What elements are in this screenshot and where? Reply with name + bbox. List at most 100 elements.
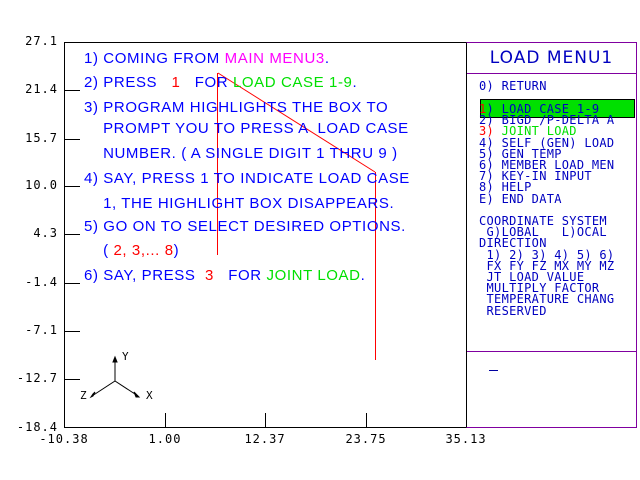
menu-item-7[interactable]: 7) KEY-IN INPUT [479, 170, 592, 182]
instruction-segment: 1 [171, 74, 181, 91]
direction-header-text: DIRECTION [479, 236, 547, 251]
menu-item-7-text: 7) KEY-IN INPUT [479, 169, 592, 184]
instruction-segment: 5) GO ON TO SELECT DESIRED OPTIONS. [84, 218, 406, 235]
instruction-line: NUMBER. ( A SINGLE DIGIT 1 THRU 9 ) [84, 146, 398, 161]
x-tick-label: 35.13 [445, 432, 487, 446]
menu-item-1-text: 1 [479, 102, 487, 116]
x-tick-mark [165, 413, 166, 428]
menu-item-8-text: 8) HELP [479, 180, 532, 195]
instruction-segment: 3 [205, 267, 214, 284]
y-tick-mark [64, 90, 80, 91]
instruction-line: PROMPT YOU TO PRESS A LOAD CASE [84, 121, 409, 136]
menu-item-1-text: ) LOAD CASE 1-9 [486, 102, 600, 116]
menu-item-6-text: 6) MEMBER LOAD MEN [479, 158, 615, 172]
menu-title: LOAD MENU1 [467, 43, 636, 74]
direction-labels-text: FX FY FZ MX MY MZ [479, 258, 615, 273]
instruction-segment: ) [173, 242, 180, 259]
instruction-segment: NUMBER. ( A SINGLE DIGIT 1 THRU 9 ) [84, 145, 398, 162]
menu-item-0[interactable]: 0) RETURN [479, 80, 547, 92]
direction-keys[interactable]: 1) 2) 3) 4) 5) 6) [479, 247, 615, 262]
instruction-line: 6) SAY, PRESS 3 FOR JOINT LOAD. [84, 268, 365, 283]
coordinate-system-header-text: COORDINATE SYSTEM [479, 214, 607, 228]
x-axis-label: X [146, 389, 153, 402]
instruction-segment: . [352, 74, 358, 91]
menu-field: MULTIPLY FACTOR [479, 281, 600, 296]
y-tick-label: 4.3 [33, 226, 58, 240]
instruction-line: 2) PRESS 1 FOR LOAD CASE 1-9. [84, 75, 357, 90]
instruction-segment: ( [84, 242, 114, 259]
coordinate-options-text: G)LOBAL L)OCAL [479, 225, 607, 240]
y-tick-mark [64, 234, 80, 235]
menu-item-5-text: 5) GEN TEMP [479, 146, 562, 161]
instruction-segment: 2, 3,... 8 [113, 242, 174, 259]
menu-field: JT LOAD VALUE [479, 270, 585, 284]
menu-divider [467, 351, 636, 352]
menu-item-2[interactable]: 2) BIGD /P-DELTA A [479, 114, 614, 126]
instruction-line: 4) SAY, PRESS 1 TO INDICATE LOAD CASE [84, 171, 410, 186]
y-tick-mark [64, 139, 80, 140]
instruction-segment: 6) SAY, PRESS [84, 267, 205, 284]
menu-item-e[interactable]: E) END DATA [479, 193, 562, 205]
y-tick-mark [64, 283, 80, 284]
y-tick-label: -1.4 [25, 275, 58, 289]
y-tick-label: 21.4 [25, 82, 58, 96]
menu-field-text: MULTIPLY FACTOR [479, 281, 600, 296]
y-tick-label: 27.1 [25, 34, 58, 48]
z-axis-label: Z [80, 389, 87, 402]
menu-field: RESERVED [479, 305, 547, 317]
x-tick-mark [366, 413, 367, 428]
y-tick-label: -7.1 [25, 323, 58, 337]
y-tick-label: 10.0 [25, 178, 58, 192]
menu-item-1[interactable]: 1) LOAD CASE 1-9 [479, 103, 599, 115]
menu-item-3[interactable]: 3) JOINT LOAD [479, 125, 577, 137]
x-tick-label: 1.00 [148, 432, 182, 446]
instruction-segment: . [360, 267, 366, 284]
menu-item-4-text: 4) SELF (GEN) LOAD [479, 135, 615, 150]
instruction-line: ( 2, 3,... 8) [84, 243, 179, 258]
direction-header: DIRECTION [479, 237, 547, 249]
instruction-segment: PROMPT YOU TO PRESS A LOAD CASE [84, 120, 409, 137]
menu-field-text: RESERVED [479, 303, 547, 318]
direction-labels: FX FY FZ MX MY MZ [479, 258, 615, 273]
instruction-segment: 3) PROGRAM HIGHLIGHTS THE BOX TO [84, 99, 389, 116]
y-tick-label: 15.7 [25, 131, 58, 145]
menu-item-2-text: 2) BIGD /P-DELTA A [479, 113, 615, 128]
menu-item-0-text: 0) RETURN [479, 79, 547, 93]
y-tick-label: -12.7 [16, 371, 58, 385]
y-tick-mark [64, 379, 80, 380]
instruction-segment: . [324, 50, 330, 67]
instruction-segment: JOINT LOAD [266, 267, 361, 284]
instruction-segment: 2) PRESS [84, 74, 172, 91]
menu-item-6[interactable]: 6) MEMBER LOAD MEN [479, 159, 614, 171]
direction-keys-text: 1) 2) 3) 4) 5) 6) [479, 247, 615, 262]
x-tick-mark [265, 413, 266, 428]
menu-field-text: JT LOAD VALUE [479, 270, 585, 284]
instruction-segment: 1, THE HIGHLIGHT BOX DISAPPEARS. [84, 195, 395, 212]
instruction-segment: 1) COMING FROM [84, 50, 225, 67]
instruction-segment: FOR [213, 267, 267, 284]
menu-item-8[interactable]: 8) HELP [479, 181, 532, 193]
x-tick-label: 12.37 [244, 432, 286, 446]
y-axis-label: Y [122, 350, 129, 363]
y-tick-label: -18.4 [16, 420, 58, 434]
x-tick-label: 23.75 [345, 432, 387, 446]
coordinate-options[interactable]: G)LOBAL L)OCAL [479, 226, 607, 238]
menu-item-5[interactable]: 5) GEN TEMP [479, 148, 562, 160]
menu-field: TEMPERATURE CHANG [479, 292, 615, 307]
instruction-segment: 4) SAY, PRESS 1 TO INDICATE LOAD CASE [84, 170, 410, 187]
highlight-box [480, 99, 635, 118]
y-tick-mark [64, 186, 80, 187]
x-tick-label: -10.38 [39, 432, 89, 446]
instruction-segment: FOR [180, 74, 233, 91]
menu-item-4[interactable]: 4) SELF (GEN) LOAD [479, 137, 614, 149]
menu-item-3-text: JOINT LOAD [494, 124, 577, 139]
y-tick-mark [64, 331, 80, 332]
menu-item-e-text: E) END DATA [479, 191, 562, 206]
input-cursor[interactable] [489, 370, 498, 371]
menu-field-text: TEMPERATURE CHANG [479, 292, 615, 307]
instruction-line: 3) PROGRAM HIGHLIGHTS THE BOX TO [84, 100, 388, 115]
instruction-segment: MAIN MENU3 [224, 50, 325, 67]
menu-item-3-text: 3) [479, 124, 495, 139]
